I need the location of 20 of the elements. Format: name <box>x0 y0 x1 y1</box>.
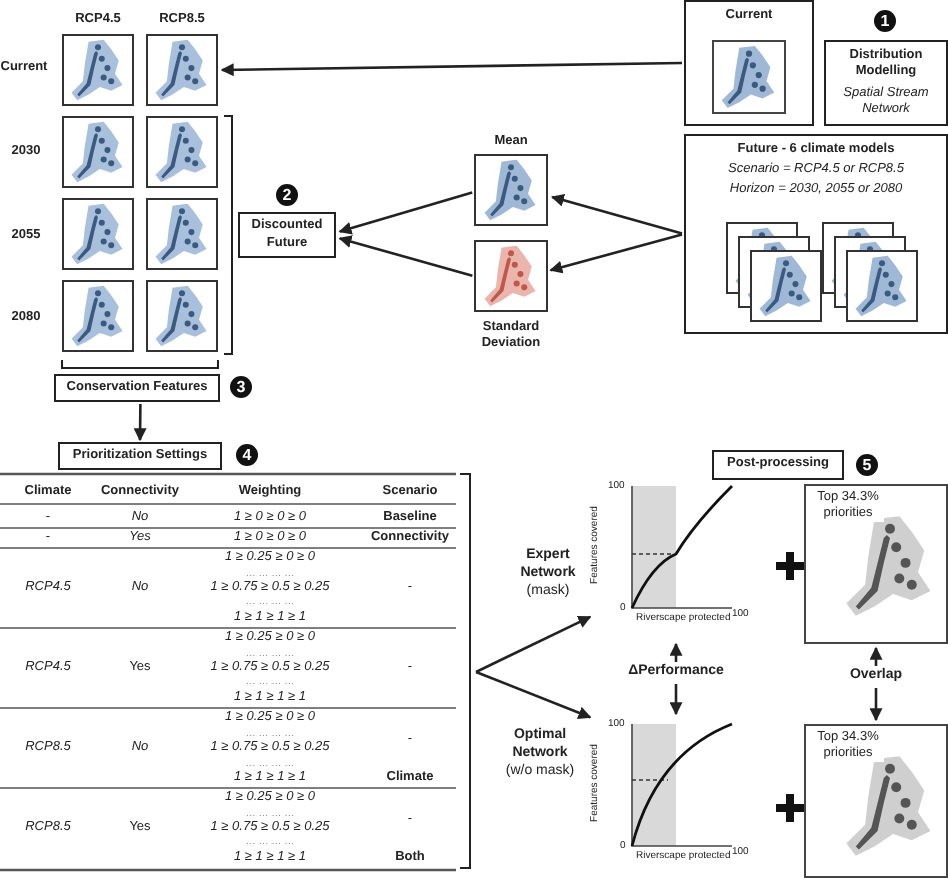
process-box <box>824 40 948 126</box>
arrow <box>338 235 473 278</box>
step-number: 5 <box>856 454 878 476</box>
arrow <box>338 191 473 235</box>
process-box <box>712 450 844 480</box>
arrow <box>549 233 683 274</box>
arrow <box>133 404 147 442</box>
process-box <box>238 212 336 258</box>
arrow <box>550 193 683 235</box>
step-number: 3 <box>230 376 252 398</box>
process-box <box>684 0 814 126</box>
step-number: 4 <box>236 444 258 466</box>
process-box <box>684 134 948 334</box>
process-box <box>58 442 222 470</box>
arrow <box>220 61 682 77</box>
arrow <box>475 615 592 674</box>
step-number: 1 <box>874 10 896 32</box>
arrow <box>475 670 592 719</box>
step-number: 2 <box>276 184 298 206</box>
process-box <box>54 374 220 402</box>
